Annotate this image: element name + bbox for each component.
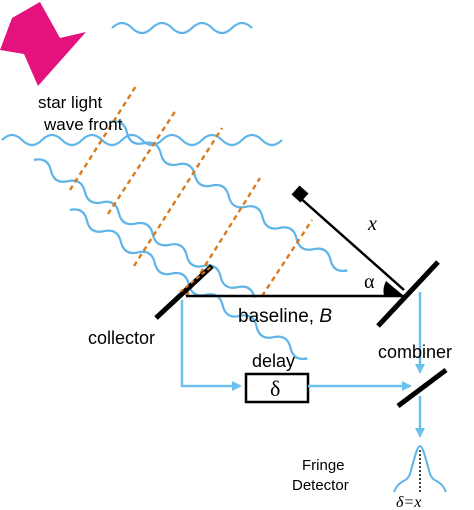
wave-front-4 (69, 208, 308, 361)
ray-dashes (68, 85, 314, 297)
x-label: x (367, 213, 377, 235)
fringe-label-line1: Fringe (302, 457, 345, 474)
wave-front-2 (1, 133, 283, 147)
wave-front-5 (109, 120, 348, 273)
alpha-angle-arc (383, 281, 404, 296)
starlight-arrow-icon (0, 2, 86, 86)
path-x-line (297, 195, 405, 291)
collector-label: collector (88, 328, 155, 348)
baseline-label: baseline, B (238, 306, 332, 327)
combiner-mirror-top (376, 260, 440, 328)
fringe-curve (393, 444, 447, 493)
delta-equals-x-label: δ=x (396, 494, 421, 510)
delay-box (244, 372, 310, 404)
alpha-label: α (364, 271, 375, 293)
fringe-label-line2: Detector (292, 477, 349, 494)
wave-front-3 (33, 158, 256, 299)
delta-symbol: δ (270, 376, 280, 401)
star-light-label-line1: star light (38, 93, 103, 112)
combiner-label: combiner (378, 342, 452, 362)
star-light-label-line2: wave front (43, 115, 123, 134)
beam-collector-to-delay (180, 300, 242, 391)
delay-label: delay (252, 351, 295, 371)
combiner-splitter (396, 368, 448, 408)
right-angle-marker (291, 185, 309, 203)
wave-front-1 (111, 21, 253, 35)
